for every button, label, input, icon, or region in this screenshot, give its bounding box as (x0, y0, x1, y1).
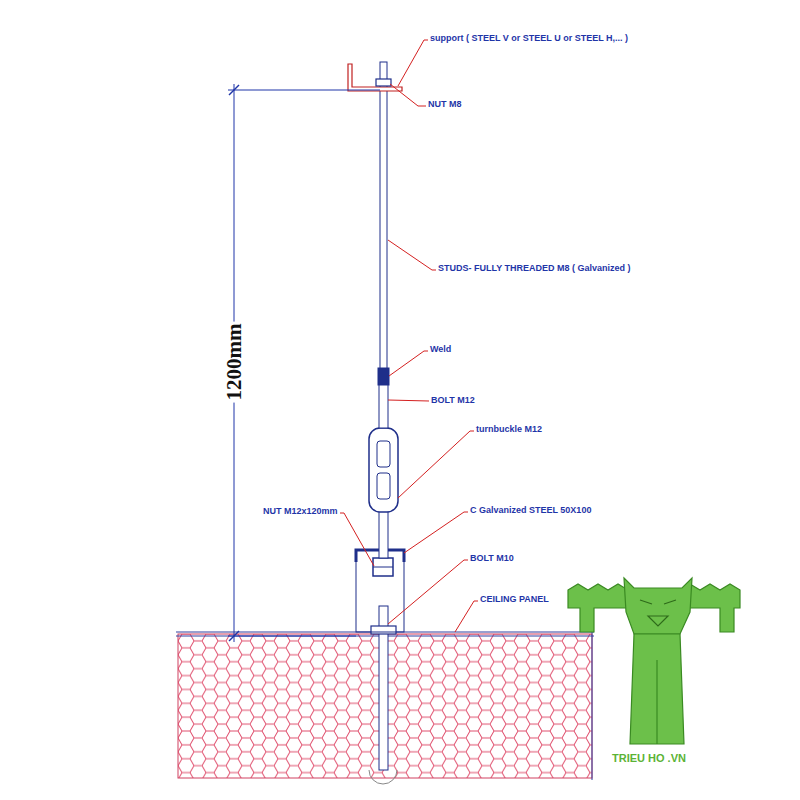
bolt-m12 (379, 384, 388, 428)
panel-edge (592, 626, 593, 780)
callout-label: C Galvanized STEEL 50X100 (470, 505, 591, 515)
washer (371, 626, 396, 634)
dimension-tick (229, 631, 239, 641)
callout-label: Weld (430, 344, 451, 354)
bolt-m12-lower (379, 508, 388, 558)
threaded-stud (380, 62, 387, 368)
callout-label: NUT M8 (428, 99, 462, 109)
callout-label: turnbuckle M12 (476, 424, 542, 434)
dimension-text: 1200mm (222, 322, 246, 403)
logo (568, 578, 740, 744)
c-steel (356, 550, 404, 632)
callout-label: CEILING PANEL (480, 594, 549, 604)
nut-m8 (376, 79, 391, 86)
extension-line (228, 636, 356, 637)
logo-text: TRIEU HO .VN (612, 752, 686, 765)
dimension-tick (229, 85, 239, 95)
callout-label: BOLT M12 (431, 395, 475, 405)
turnbuckle (369, 428, 398, 512)
turnbuckle-slot (377, 441, 390, 467)
callout-label: NUT M12x120mm (263, 506, 338, 516)
nut-m12 (373, 558, 393, 576)
callout-label: support ( STEEL V or STEEL U or STEEL H,… (430, 33, 628, 43)
bolt-end (369, 770, 397, 784)
turnbuckle-slot (377, 473, 390, 499)
weld (378, 368, 389, 385)
extension-line (228, 90, 380, 91)
callout-label: BOLT M10 (470, 553, 514, 563)
leader-lines (340, 40, 478, 632)
callout-label: STUDS- FULLY THREADED M8 ( Galvanized ) (438, 263, 631, 273)
